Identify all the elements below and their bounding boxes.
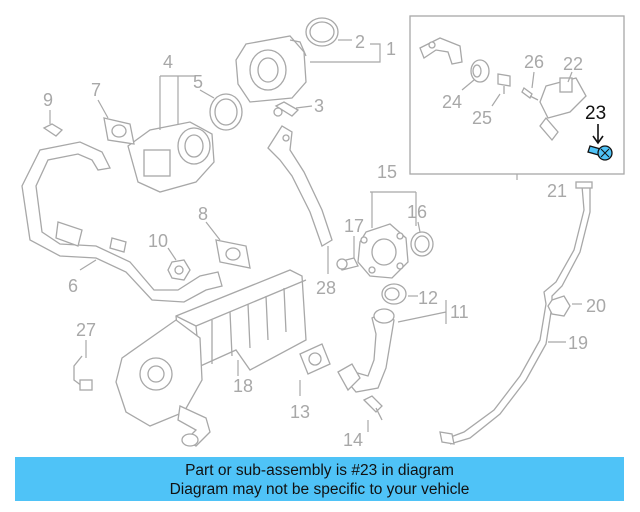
callout-6: 6 (68, 276, 78, 296)
callout-27: 27 (76, 320, 96, 340)
callout-26: 26 (524, 52, 544, 72)
leader-1 (310, 43, 381, 63)
info-banner: Part or sub-assembly is #23 in diagram D… (15, 457, 624, 501)
leader-5 (199, 89, 215, 99)
bracket-part (419, 37, 463, 65)
callout-15: 15 (377, 162, 397, 182)
leader-25 (491, 93, 501, 107)
callout-12: 12 (418, 288, 438, 308)
bolt-14-part (362, 395, 383, 421)
callout-20: 20 (586, 296, 606, 316)
gasket-2-part (305, 17, 339, 47)
callout-11: 11 (450, 302, 469, 322)
callout-2: 2 (355, 32, 365, 52)
callout-1: 1 (386, 39, 396, 59)
callout-21: 21 (547, 181, 567, 201)
bolt-23-highlighted (587, 145, 613, 161)
gasket-16-part (410, 231, 434, 257)
leader-16 (417, 221, 421, 233)
bracket-28-part (267, 125, 333, 247)
gasket-13-part (299, 343, 331, 375)
callout-8: 8 (198, 204, 208, 224)
leader-4 (159, 75, 196, 130)
leader-10 (167, 247, 177, 261)
callout-28: 28 (316, 278, 336, 298)
callout-7: 7 (91, 80, 101, 100)
leader-23[interactable] (592, 124, 604, 145)
bolt-17-part (336, 257, 359, 271)
seal-12-part (381, 283, 407, 305)
pipe-11-part (337, 308, 395, 393)
egr-cooler-18-part (115, 269, 307, 447)
callout-13: 13 (290, 402, 310, 422)
callout-24: 24 (442, 92, 462, 112)
leader-26 (531, 71, 535, 89)
gasket-5-part (209, 93, 243, 131)
callout-4: 4 (163, 52, 173, 72)
callout-18: 18 (233, 376, 253, 396)
callout-14: 14 (343, 430, 363, 450)
callout-25: 25 (472, 108, 492, 128)
harness-27-part (73, 355, 93, 391)
parts-diagram: 1 2 3 4 5 6 7 8 9 10 11 12 13 14 15 16 1… (21, 15, 625, 450)
gasket-7-part (103, 117, 135, 145)
egr-valve-1-part (235, 35, 307, 103)
callout-3: 3 (314, 96, 324, 116)
callout-22: 22 (563, 54, 583, 74)
nut-10-part (167, 259, 191, 281)
callout-23[interactable]: 23 (585, 103, 606, 124)
leader-3 (295, 105, 313, 109)
leader-24 (461, 79, 475, 91)
screw-26-part (521, 87, 539, 101)
banner-line-disclaimer: Diagram may not be specific to your vehi… (169, 481, 470, 498)
callout-5: 5 (193, 72, 203, 92)
pipe-6-part (21, 141, 223, 303)
egr-cooler-valve-4-part (127, 121, 215, 193)
bolt-9-part (42, 123, 64, 137)
leader-15 (370, 191, 417, 228)
nut-20-part (547, 295, 571, 317)
flange-15-part (357, 223, 409, 279)
callout-9: 9 (43, 90, 53, 110)
sensor-22-part (539, 77, 587, 142)
gasket-8-part (215, 239, 251, 269)
banner-line-part: Part or sub-assembly is #23 in diagram (185, 462, 454, 479)
tube-19-part (439, 181, 593, 445)
bolt-25-part (497, 73, 511, 94)
callout-10: 10 (148, 231, 168, 251)
callout-19: 19 (568, 333, 588, 353)
leader-11 (397, 300, 447, 324)
leader-6 (79, 259, 97, 271)
callout-16: 16 (407, 202, 427, 222)
leader-7 (97, 99, 109, 119)
leader-22 (567, 71, 573, 83)
grommet-24-part (470, 59, 490, 83)
leader-8 (205, 221, 221, 241)
bolt-3-part (273, 101, 300, 117)
callout-17: 17 (344, 216, 364, 236)
